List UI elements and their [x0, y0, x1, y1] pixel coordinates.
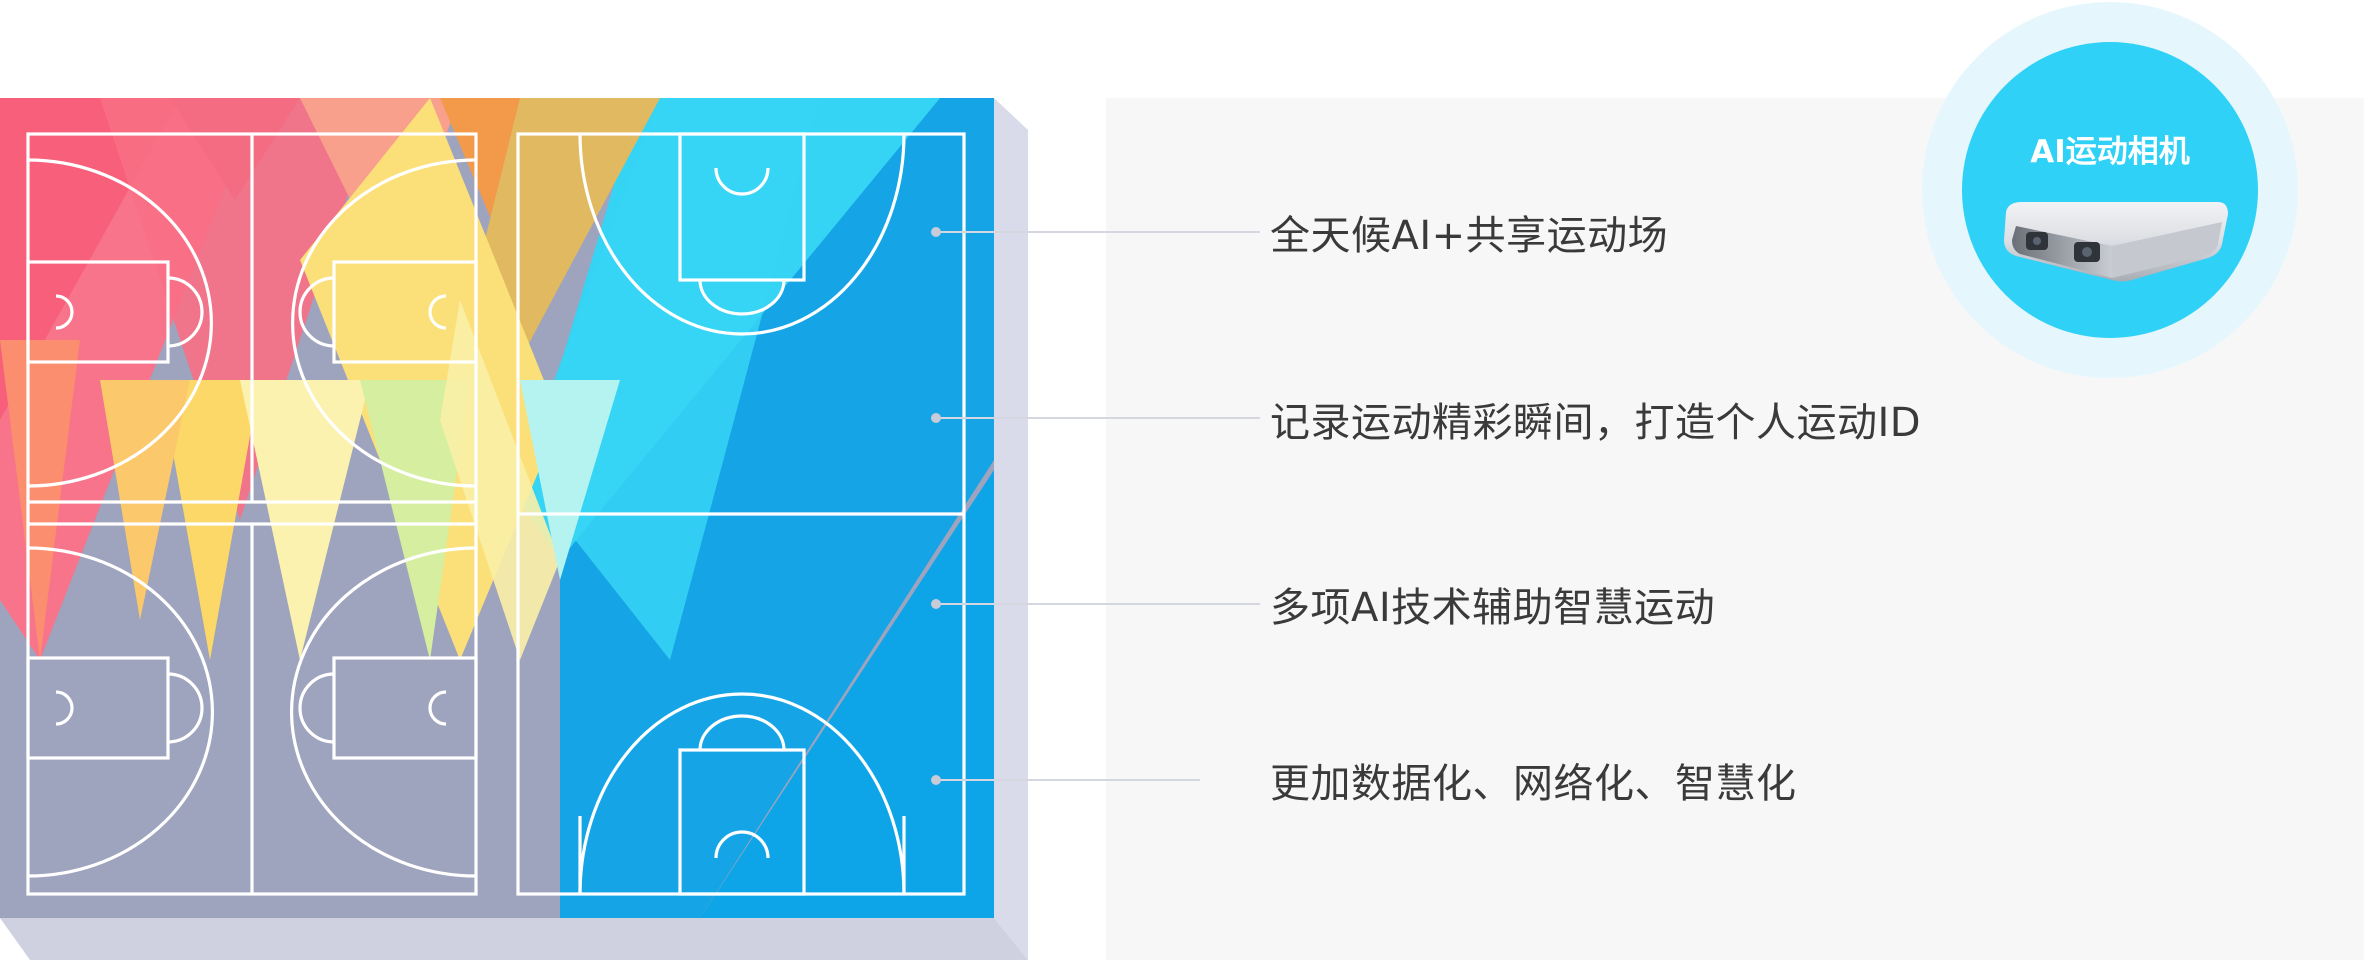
camera-badge: AI运动相机 — [1962, 42, 2258, 338]
feature-text-3: 多项AI技术辅助智慧运动 — [1270, 585, 1716, 631]
green-triangle — [360, 380, 470, 660]
mint-triangle — [520, 380, 620, 580]
court-bottom-face — [0, 918, 1028, 960]
cream-diamond — [440, 300, 560, 660]
camera-badge-title: AI运动相机 — [2030, 134, 2190, 170]
court-side-face — [994, 98, 1028, 960]
feature-text-1: 全天候AI+共享运动场 — [1270, 213, 1669, 259]
yellow-triangle — [160, 380, 260, 660]
blue-corner — [700, 470, 994, 918]
cyan-band-2 — [520, 98, 820, 660]
connector-dot-1 — [931, 227, 941, 237]
court-lines — [26, 132, 966, 896]
red-triangle-3 — [100, 98, 380, 520]
feature-text-2: 记录运动精彩瞬间，打造个人运动ID — [1270, 400, 1922, 446]
cream-triangle — [240, 380, 370, 660]
connector-dot-3 — [931, 599, 941, 609]
feature-text-4: 更加数据化、网络化、智慧化 — [1270, 761, 1797, 807]
basketball-courts-illustration — [0, 98, 1028, 960]
yellow-triangle-2 — [100, 380, 190, 620]
orange-triangle-2 — [0, 340, 80, 660]
feature-connectors — [931, 227, 1260, 785]
camera-icon — [2004, 202, 2228, 282]
connector-dot-2 — [931, 413, 941, 423]
connector-dot-4 — [931, 775, 941, 785]
